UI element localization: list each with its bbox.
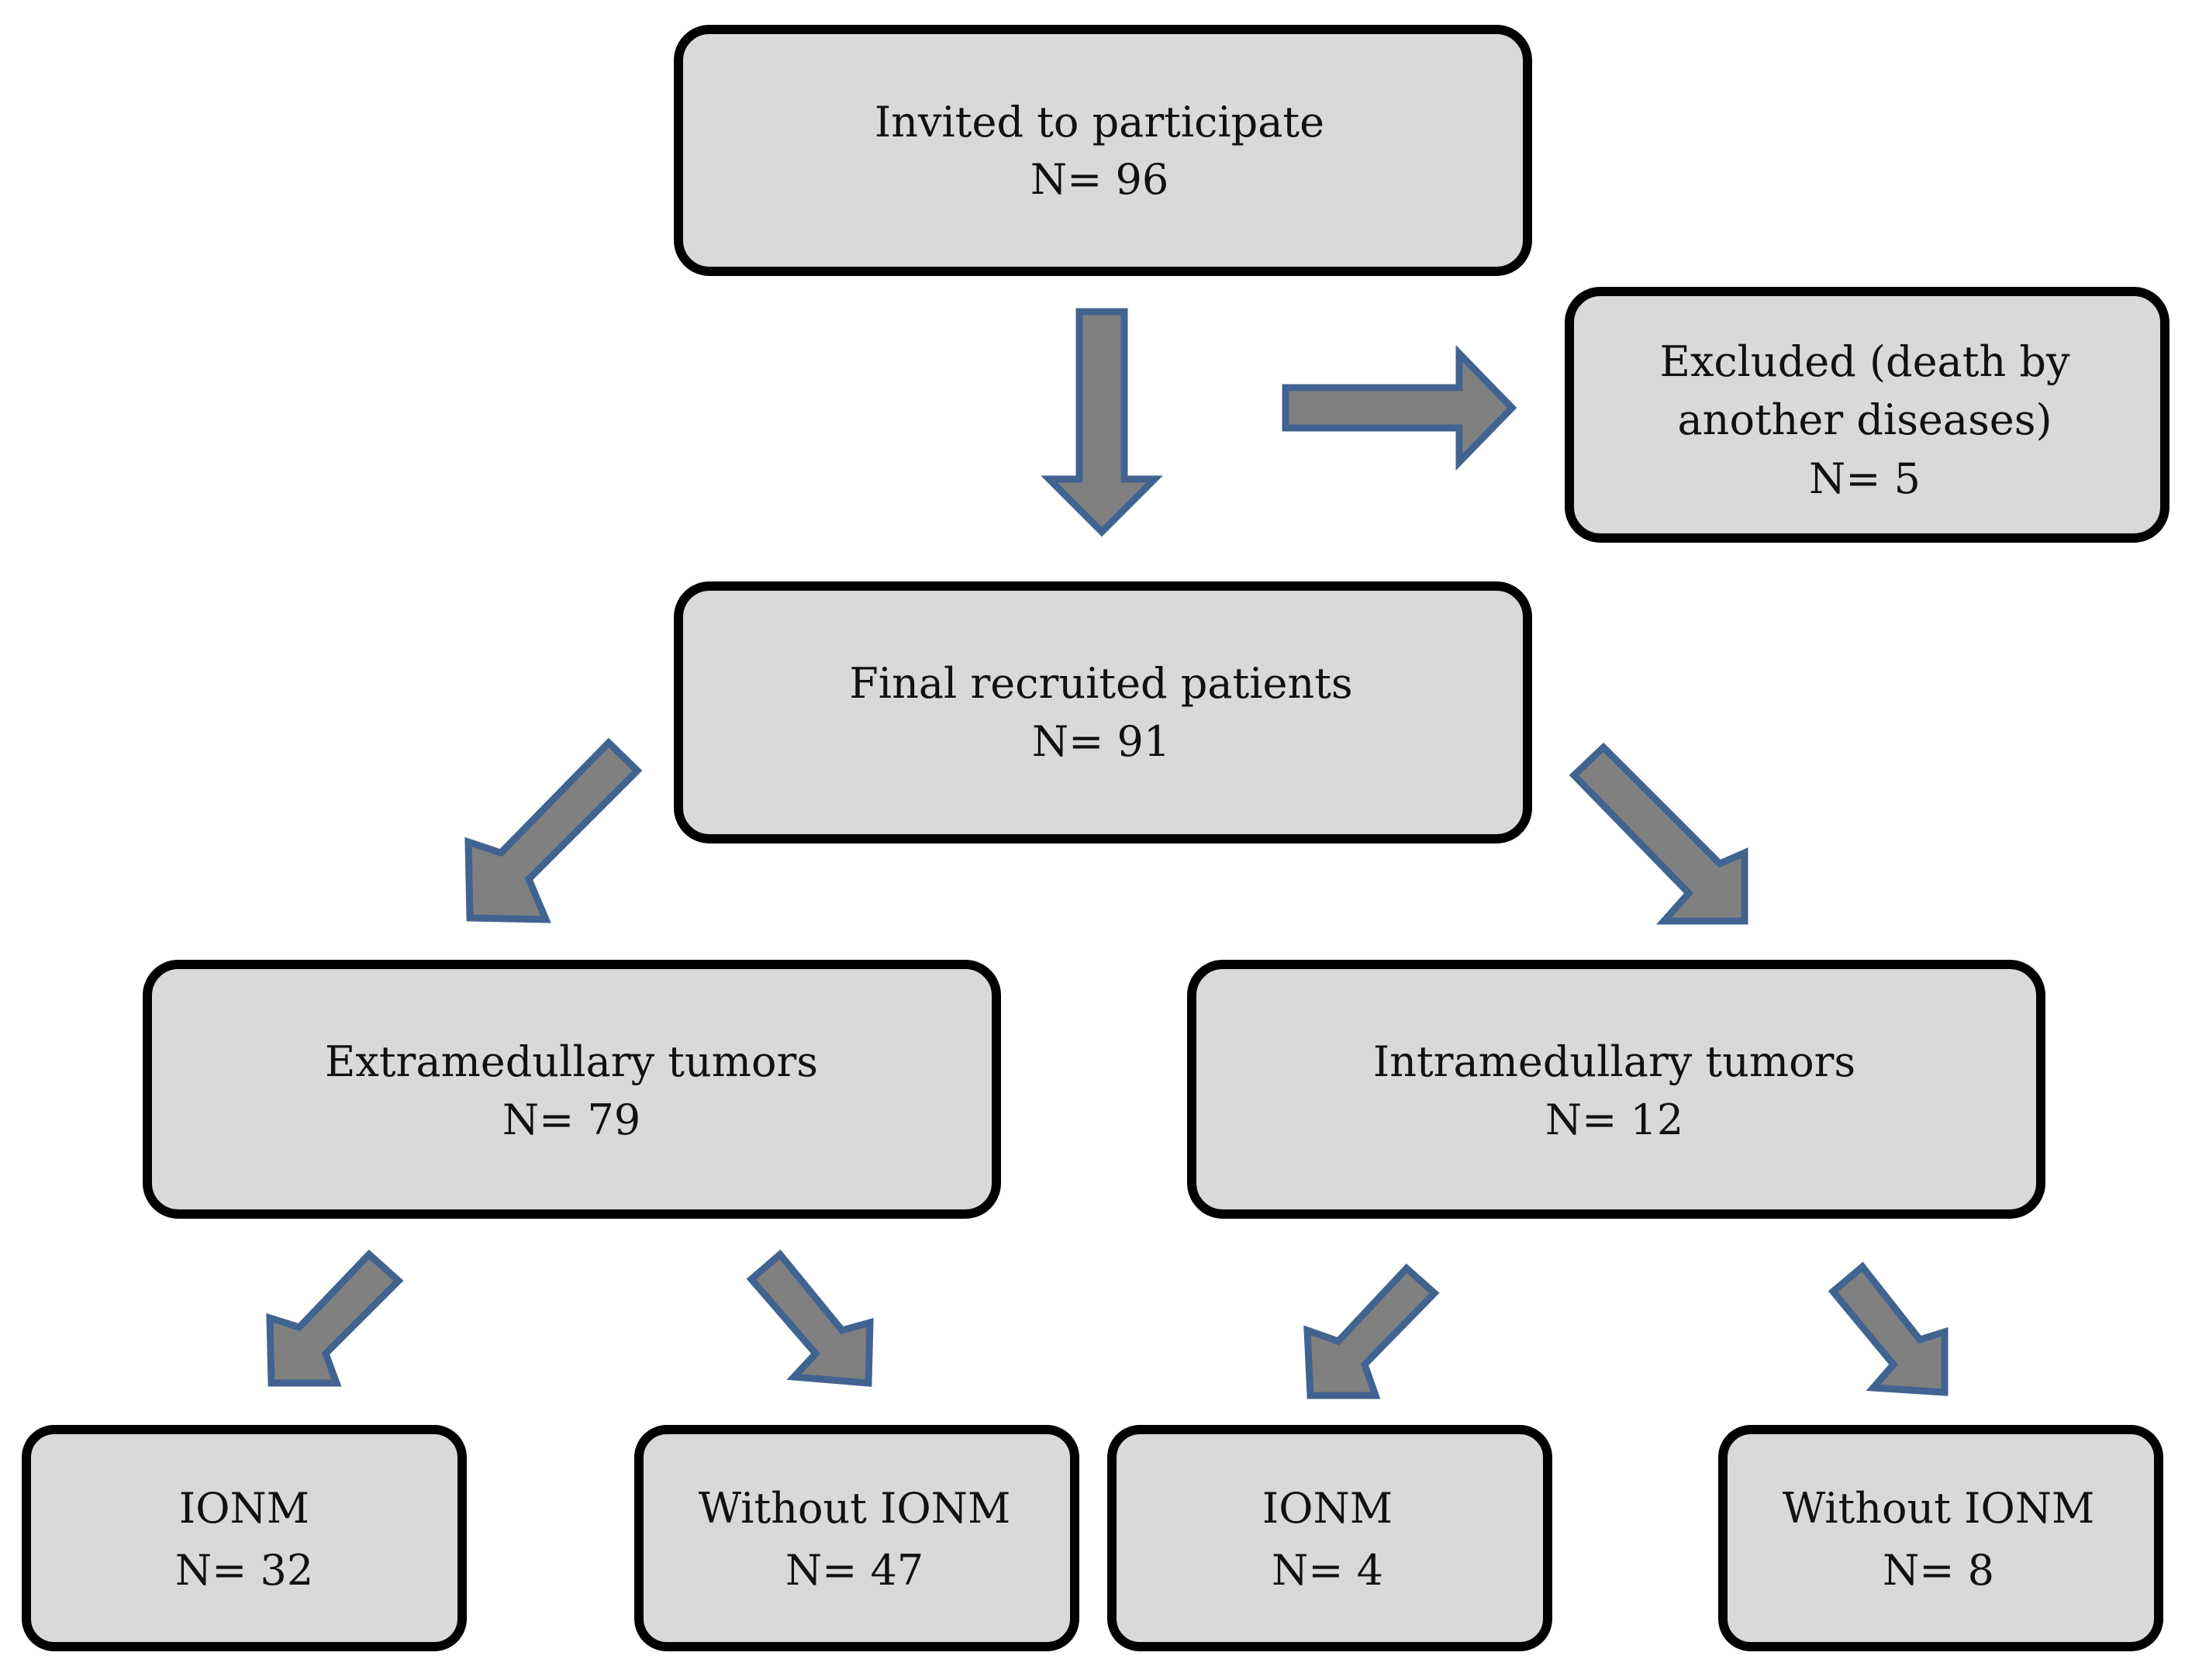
- node-extramedullary: Extramedullary tumors N= 79: [143, 960, 1001, 1219]
- node-extra-ionm-count: N= 32: [175, 1546, 313, 1595]
- arrow-down-right-icon: [1569, 742, 1748, 925]
- node-intramedullary-count: N= 12: [1545, 1095, 1683, 1144]
- node-final-label: Final recruited patients: [849, 659, 1352, 708]
- node-excluded: Excluded (death by another diseases) N= …: [1565, 287, 2169, 543]
- node-extramedullary-label: Extramedullary tumors: [325, 1037, 818, 1086]
- node-extra-without-ionm: Without IONM N= 47: [634, 1425, 1079, 1651]
- node-intra-ionm: IONM N= 4: [1107, 1425, 1552, 1651]
- node-excluded-count: N= 5: [1809, 454, 1921, 503]
- node-intramedullary-label: Intramedullary tumors: [1373, 1037, 1855, 1086]
- node-invited-count: N= 96: [1030, 155, 1168, 204]
- node-intra-without-ionm-label: Without IONM: [1783, 1484, 2095, 1533]
- node-intra-without-ionm: Without IONM N= 8: [1718, 1425, 2163, 1651]
- node-excluded-label-line1: Excluded (death by: [1660, 337, 2070, 386]
- arrow-down-left-icon: [266, 1249, 404, 1387]
- node-invited: Invited to participate N= 96: [674, 25, 1532, 276]
- arrow-down-icon: [1041, 308, 1163, 537]
- node-intra-ionm-label: IONM: [1262, 1484, 1393, 1533]
- node-extra-ionm-label: IONM: [179, 1484, 309, 1533]
- arrow-down-left-icon: [464, 737, 643, 923]
- node-intra-ionm-count: N= 4: [1272, 1546, 1383, 1595]
- node-intra-without-ionm-count: N= 8: [1883, 1546, 1994, 1595]
- node-extramedullary-count: N= 79: [502, 1095, 640, 1144]
- node-extra-without-ionm-label: Without IONM: [699, 1484, 1011, 1533]
- node-final-recruited: Final recruited patients N= 91: [674, 581, 1532, 843]
- node-excluded-label-line2: another diseases): [1677, 395, 2052, 444]
- arrow-down-right-icon: [1828, 1261, 1949, 1396]
- node-final-count: N= 91: [1032, 717, 1170, 766]
- node-extra-without-ionm-count: N= 47: [785, 1546, 923, 1595]
- arrow-right-icon: [1282, 344, 1517, 471]
- node-intramedullary: Intramedullary tumors N= 12: [1187, 960, 2045, 1219]
- node-invited-label: Invited to participate: [875, 98, 1324, 147]
- arrow-down-right-icon: [746, 1249, 874, 1387]
- node-extra-ionm: IONM N= 32: [22, 1425, 467, 1651]
- arrow-down-left-icon: [1303, 1263, 1440, 1399]
